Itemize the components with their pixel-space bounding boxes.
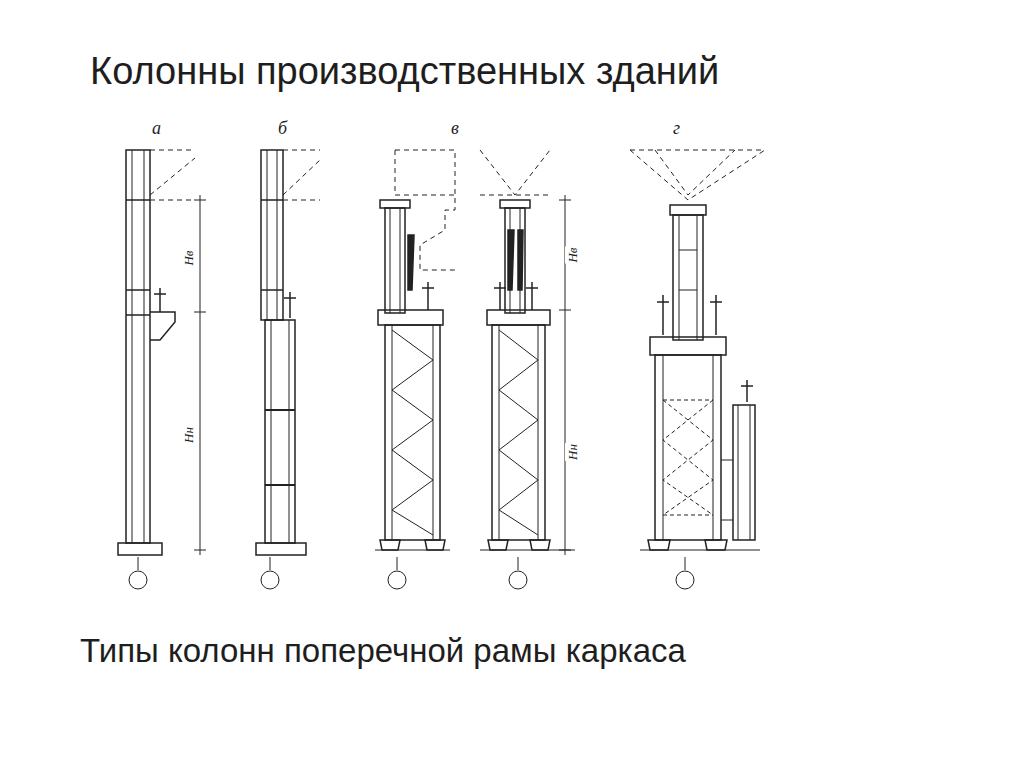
column-b — [256, 150, 320, 589]
variant-letter: а — [152, 118, 161, 139]
slide-title: Колонны производственных зданий — [90, 50, 719, 93]
variant-letter: б — [278, 118, 287, 139]
dimension-label: Hв — [565, 246, 581, 263]
column-v-left — [375, 150, 455, 589]
column-g — [630, 150, 765, 589]
dimension-label: Hв — [181, 249, 197, 266]
dimension-label: Hн — [181, 426, 197, 444]
slide-caption: Типы колонн поперечной рамы каркаса — [80, 632, 686, 670]
column-a — [118, 150, 206, 589]
variant-letter: в — [451, 118, 459, 139]
dimension-label: Hн — [565, 443, 581, 461]
variant-letter: г — [673, 118, 680, 139]
column-v-right — [480, 150, 575, 589]
